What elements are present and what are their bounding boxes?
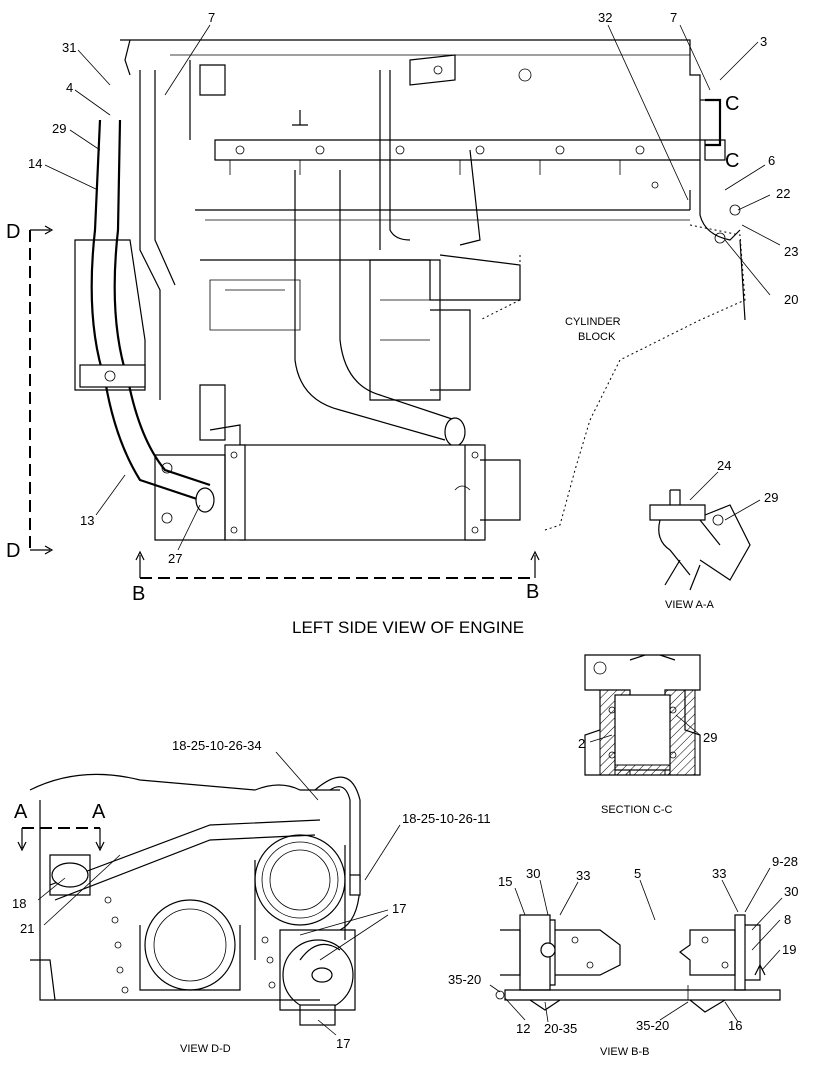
callout-21: 21 (20, 921, 34, 936)
callout-14: 14 (28, 156, 42, 171)
callout-18-25-10-26-11: 18-25-10-26-11 (402, 811, 491, 826)
cylinder-block-label-2: BLOCK (578, 331, 616, 343)
callout-23: 23 (784, 244, 798, 259)
cylinder-block-label-1: CYLINDER (565, 316, 621, 328)
callout-9-28: 9-28 (772, 854, 798, 869)
main-view-title: LEFT SIDE VIEW OF ENGINE (292, 618, 524, 637)
section-mark-d-bottom: D (6, 540, 20, 562)
callout-8: 8 (784, 912, 791, 927)
section-c-c (584, 654, 701, 776)
view-b-b (489, 867, 783, 1023)
section-mark-c-top: C (725, 93, 739, 115)
callout-13: 13 (80, 513, 94, 528)
callout-20: 20 (784, 292, 798, 307)
callout-2: 2 (578, 736, 585, 751)
callout-12: 12 (516, 1021, 530, 1036)
callout-33-left: 33 (576, 868, 590, 883)
callout-3: 3 (760, 34, 767, 49)
callout-20-35: 20-35 (544, 1021, 577, 1036)
engine-left-side-view (74, 39, 746, 541)
main-leaders (44, 24, 781, 551)
callout-31: 31 (62, 40, 76, 55)
section-mark-d-top: D (6, 221, 20, 243)
callout-6: 6 (768, 153, 775, 168)
view-d-d (17, 751, 401, 1036)
callout-29-main: 29 (52, 121, 66, 136)
view-a-a-caption: VIEW A-A (665, 599, 715, 611)
section-c-c-caption: SECTION C-C (601, 804, 673, 816)
callout-35-20-left: 35-20 (448, 972, 481, 987)
callout-29-section-c: 29 (703, 730, 717, 745)
view-a-a (649, 471, 761, 591)
callout-27: 27 (168, 551, 182, 566)
callout-30-right: 30 (784, 884, 798, 899)
callout-22: 22 (776, 186, 790, 201)
section-mark-b-right: B (526, 581, 539, 603)
callout-35-20-right: 35-20 (636, 1018, 669, 1033)
aftercooler-assembly (224, 444, 521, 541)
callout-7a: 7 (208, 10, 215, 25)
callout-18: 18 (12, 896, 26, 911)
section-lines (29, 225, 540, 579)
callout-4: 4 (66, 80, 73, 95)
callout-29-view-a: 29 (764, 490, 778, 505)
section-mark-a-right: A (92, 801, 106, 823)
callout-17-upper: 17 (392, 901, 406, 916)
callout-24: 24 (717, 458, 731, 473)
section-mark-b-left: B (132, 583, 145, 605)
view-b-b-caption: VIEW B-B (600, 1046, 650, 1058)
callout-15: 15 (498, 874, 512, 889)
section-mark-a-left: A (14, 801, 28, 823)
callout-18-25-10-26-34: 18-25-10-26-34 (172, 738, 262, 753)
view-d-d-caption: VIEW D-D (180, 1043, 231, 1055)
callout-16: 16 (728, 1018, 742, 1033)
callout-7b: 7 (670, 10, 677, 25)
callout-5: 5 (634, 866, 641, 881)
callout-33-right: 33 (712, 866, 726, 881)
callout-30-left: 30 (526, 866, 540, 881)
callout-17-lower: 17 (336, 1036, 350, 1051)
callout-19: 19 (782, 942, 796, 957)
section-mark-c-bottom: C (725, 150, 739, 172)
callout-32: 32 (598, 10, 612, 25)
